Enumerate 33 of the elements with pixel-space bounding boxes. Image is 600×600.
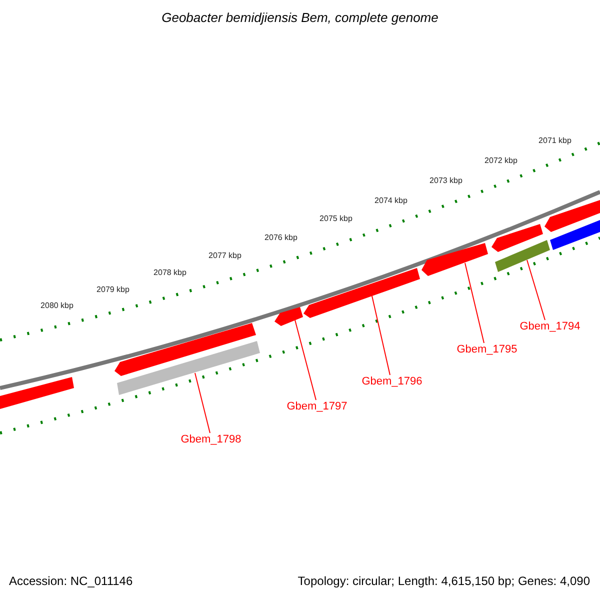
- scale-label: 2079 kbp: [96, 285, 130, 295]
- gene-label: Gbem_1798: [180, 434, 242, 446]
- footer-text: Topology: circular; Length: 4,615,150 bp; Genes: 4,090: [298, 574, 590, 588]
- gene-block: [492, 224, 543, 252]
- scale-label: 2078 kbp: [154, 268, 186, 278]
- gene-block: [274, 307, 303, 326]
- scale-label: 2076 kbp: [264, 233, 298, 243]
- gene-block: [422, 243, 488, 276]
- gene-block: [114, 323, 256, 376]
- gene-label: Gbem_1794: [520, 320, 580, 334]
- scale-label: 2072 kbp: [484, 156, 518, 166]
- scale-label: 2073 kbp: [430, 176, 462, 186]
- leader-line: [464, 262, 484, 344]
- gene-label: Gbem_1796: [362, 376, 422, 388]
- gene-bar: [495, 240, 550, 272]
- leader-line: [372, 296, 390, 376]
- gene-block: [544, 200, 600, 232]
- leader-line: [526, 260, 546, 320]
- gene-bar: [550, 220, 600, 250]
- scale-label: 2074 kbp: [374, 196, 408, 206]
- title: Geobacter bemidjiensis Bem, complete genome: [160, 10, 440, 25]
- scale-label: 2071 kbp: [538, 136, 572, 146]
- leader-line: [194, 372, 210, 434]
- gene-label: Gbem_1797: [286, 400, 348, 414]
- leader-line: [294, 320, 316, 400]
- footer-text: Accession: NC_011146: [9, 574, 133, 588]
- gene-block: [304, 268, 420, 318]
- scale-label: 2077 kbp: [208, 251, 242, 261]
- gene-label: Gbem_1795: [456, 344, 518, 356]
- gene-bar: [117, 341, 260, 395]
- gene-bar: [0, 377, 74, 409]
- scale-label: 2075 kbp: [320, 214, 352, 224]
- scale-label: 2080 kbp: [40, 301, 74, 311]
